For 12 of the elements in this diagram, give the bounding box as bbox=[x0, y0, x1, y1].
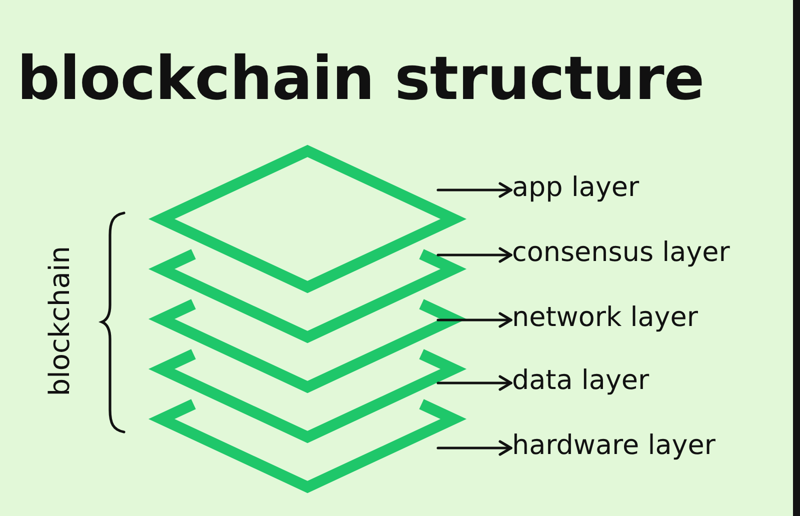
arrow bbox=[436, 375, 512, 391]
layer-label: hardware layer bbox=[512, 430, 716, 462]
arrow bbox=[436, 182, 512, 198]
layer-label: data layer bbox=[512, 365, 650, 397]
bracket-label: blockchain bbox=[44, 246, 76, 396]
layer-label: network layer bbox=[512, 302, 698, 334]
arrow bbox=[436, 440, 512, 456]
layer-label: app layer bbox=[512, 172, 640, 204]
arrow bbox=[436, 247, 512, 263]
layer-label: consensus layer bbox=[512, 237, 730, 269]
arrow bbox=[436, 312, 512, 328]
diagram-title: blockchain structure bbox=[17, 44, 704, 114]
